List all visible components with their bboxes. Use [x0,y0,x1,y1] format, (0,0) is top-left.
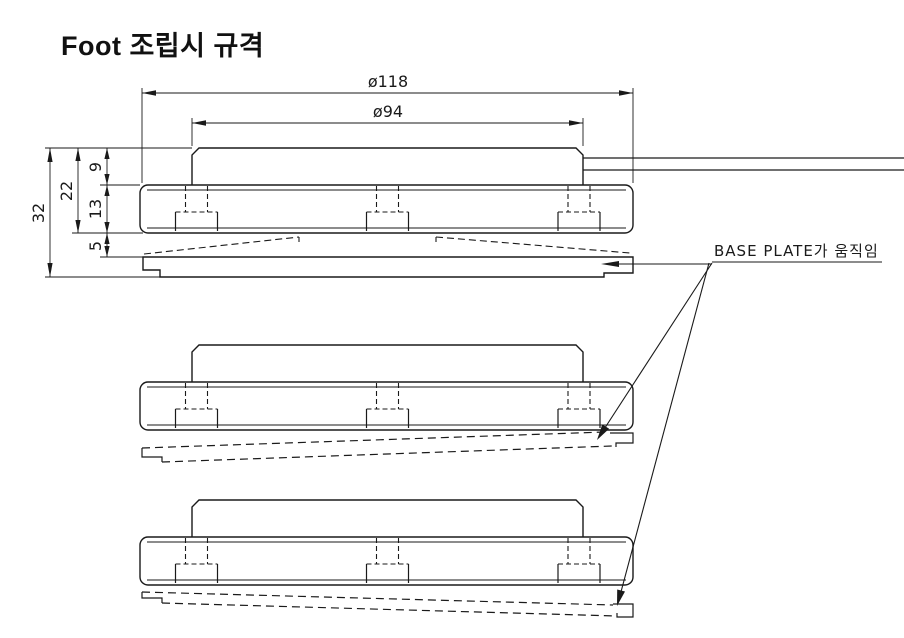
dim-dia94: ø94 [192,102,583,126]
extension-lines [45,88,634,278]
cable-leads [583,157,904,171]
page-title: Foot 조립시 규격 [61,31,265,61]
dim-label-13: 13 [86,199,105,219]
dim-label-dia94: ø94 [373,102,403,121]
base-plate-note: BASE PLATE가 움직임 [714,242,879,260]
base-plate-tilted-left [141,431,634,463]
dim-label-9: 9 [86,162,105,172]
dim-chain-9-13-5: 9 13 5 [86,148,110,257]
dim-label-dia118: ø118 [368,72,408,91]
leader-lines [598,261,882,604]
dim-label-32: 32 [29,203,48,223]
dim-label-5: 5 [86,241,105,251]
dim-dia118: ø118 [142,72,633,96]
dim-32: 32 [29,148,53,277]
assembly-body-1 [139,147,634,234]
base-plate-flat [142,256,634,278]
view-2-tilted-left [139,344,634,463]
dimension-system: ø118 ø94 32 22 [29,72,634,278]
dim-22: 22 [57,148,81,233]
assembly-body-2 [139,344,634,431]
base-plate-tilted-right [141,591,634,618]
view-1-assembled [139,147,904,278]
wedge-lines [143,236,631,255]
dim-label-22: 22 [57,181,76,201]
assembly-body-3 [139,499,634,586]
annotation-group: BASE PLATE가 움직임 [597,242,882,606]
view-3-tilted-right [139,499,634,618]
